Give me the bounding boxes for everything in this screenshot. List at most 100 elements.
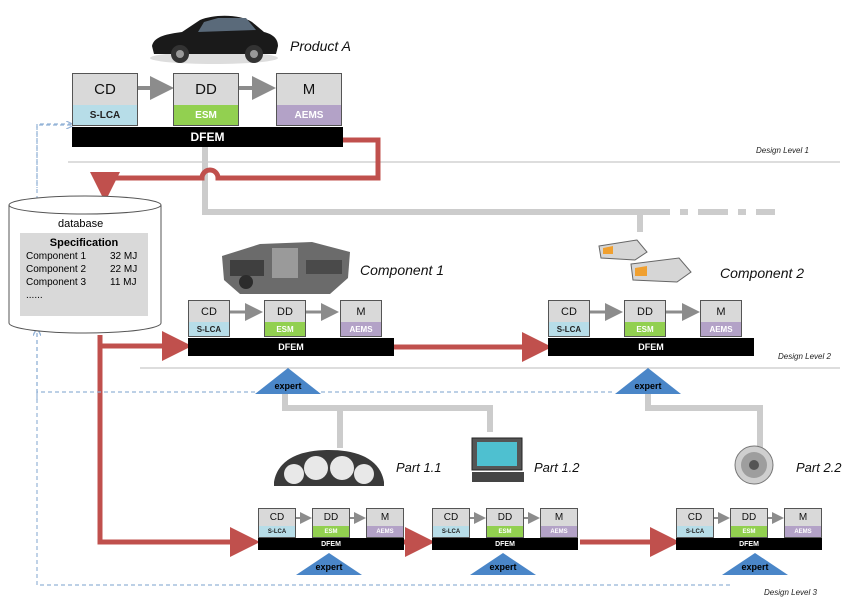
feedback-level3 <box>36 392 730 586</box>
car-image <box>150 15 278 64</box>
product-to-database-arrow <box>90 137 381 202</box>
part11-cd-box: CD S-LCA <box>258 508 296 538</box>
part12-dfem-bar: DFEM <box>432 538 578 550</box>
slca-label: S-LCA <box>189 322 229 336</box>
productA-dfem-bar: DFEM <box>72 127 343 147</box>
comp1-cd-box: CD S-LCA <box>188 300 230 337</box>
part-2-2-label: Part 2.2 <box>796 460 842 475</box>
feedback-level1-arrow <box>36 125 72 200</box>
expert-triangle-icon <box>255 368 321 394</box>
slca-label: S-LCA <box>433 526 469 537</box>
comp2-m-box: M AEMS <box>700 300 742 337</box>
cd-label: CD <box>269 512 285 523</box>
spec-row: Component 1 32 MJ <box>20 251 148 262</box>
dd-label: DD <box>195 81 217 98</box>
aems-label: AEMS <box>341 322 381 336</box>
esm-label: ESM <box>625 322 665 336</box>
cd-label: CD <box>94 81 116 98</box>
cd-label: CD <box>443 512 459 523</box>
cd-label: CD <box>687 512 703 523</box>
component-1-label: Component 1 <box>360 262 445 278</box>
comp2-expert: expert <box>615 368 681 394</box>
comp1-dfem-bar: DFEM <box>188 338 394 356</box>
aems-label: AEMS <box>701 322 741 336</box>
esm-label: ESM <box>731 526 767 537</box>
dashboard-image <box>222 242 350 294</box>
expert-label: expert <box>315 562 343 572</box>
comp1-dd-box: DD ESM <box>264 300 306 337</box>
spec-more: ...... <box>26 290 43 301</box>
m-label: M <box>302 81 316 98</box>
design-level-2-label: Design Level 2 <box>778 352 831 361</box>
expert-label: expert <box>489 562 517 572</box>
part12-m-box: M AEMS <box>540 508 578 538</box>
part12-expert: expert <box>470 553 536 575</box>
cd-label: CD <box>201 305 217 318</box>
spec-row-name: Component 2 <box>26 264 87 275</box>
navigation-unit-image <box>471 437 524 482</box>
spec-row-value: 22 MJ <box>110 264 138 275</box>
m-label: M <box>798 512 808 523</box>
database-to-part11-arrow <box>97 346 260 557</box>
productA-cd-box: CD S-LCA <box>72 73 138 126</box>
part22-cd-box: CD S-LCA <box>676 508 714 538</box>
comp1-m-box: M AEMS <box>340 300 382 337</box>
m-label: M <box>716 305 726 318</box>
expert-label: expert <box>741 562 769 572</box>
aems-label: AEMS <box>541 526 577 537</box>
part22-dd-box: DD ESM <box>730 508 768 538</box>
m-label: M <box>554 512 564 523</box>
spec-row-name: Component 1 <box>26 251 87 262</box>
slca-label: S-LCA <box>73 105 137 125</box>
part11-m-box: M AEMS <box>366 508 404 538</box>
spec-row: Component 2 22 MJ <box>20 264 148 275</box>
component-2-label: Component 2 <box>720 265 805 281</box>
spec-row-value: 11 MJ <box>110 277 137 288</box>
esm-label: ESM <box>174 105 238 125</box>
aems-label: AEMS <box>785 526 821 537</box>
database-title: database <box>58 218 104 230</box>
feedback-level1 <box>36 123 72 188</box>
product-to-components-link <box>202 147 643 232</box>
expert-triangle-icon <box>615 368 681 394</box>
comp2-dfem-bar: DFEM <box>548 338 754 356</box>
esm-label: ESM <box>265 322 305 336</box>
m-label: M <box>356 305 366 318</box>
instrument-cluster-image <box>274 450 384 486</box>
expert-triangle-icon <box>722 553 788 575</box>
spec-row: Component 3 11 MJ <box>20 277 148 288</box>
comp1-expert: expert <box>255 368 321 394</box>
part22-expert: expert <box>722 553 788 575</box>
slca-label: S-LCA <box>677 526 713 537</box>
expert-triangle-icon <box>470 553 536 575</box>
dd-label: DD <box>277 305 293 318</box>
comp2-cd-box: CD S-LCA <box>548 300 590 337</box>
dd-label: DD <box>323 512 339 523</box>
component2-to-part22-link <box>645 392 763 448</box>
design-level-3-label: Design Level 3 <box>764 588 817 597</box>
part22-dfem-bar: DFEM <box>676 538 822 550</box>
productA-m-box: M AEMS <box>276 73 342 126</box>
slca-label: S-LCA <box>549 322 589 336</box>
expert-label: expert <box>634 381 662 391</box>
dd-label: DD <box>741 512 757 523</box>
dd-label: DD <box>637 305 653 318</box>
comp2-dd-box: DD ESM <box>624 300 666 337</box>
design-level-1-label: Design Level 1 <box>756 146 809 155</box>
part12-cd-box: CD S-LCA <box>432 508 470 538</box>
part22-m-box: M AEMS <box>784 508 822 538</box>
cd-label: CD <box>561 305 577 318</box>
part11-dd-box: DD ESM <box>312 508 350 538</box>
expert-triangle-icon <box>296 553 362 575</box>
spec-row-name: Component 3 <box>26 277 87 288</box>
specification-title: Specification <box>49 237 119 249</box>
fan-image <box>734 445 774 485</box>
esm-label: ESM <box>313 526 349 537</box>
part-1-2-label: Part 1.2 <box>534 460 580 475</box>
spec-row-value: 32 MJ <box>110 251 138 262</box>
part-1-1-label: Part 1.1 <box>396 460 442 475</box>
component1-to-parts-link <box>282 392 493 432</box>
expert-label: expert <box>274 381 302 391</box>
part11-expert: expert <box>296 553 362 575</box>
